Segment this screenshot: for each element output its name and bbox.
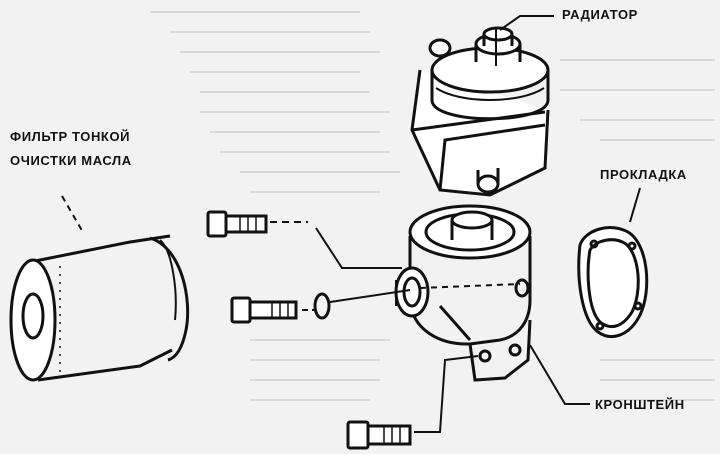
gasket: [577, 226, 649, 338]
bolt-lower: [346, 420, 412, 450]
label-radiator-text: РАДИАТОР: [562, 7, 638, 22]
o-ring: [313, 292, 331, 320]
label-radiator: РАДИАТОР: [562, 6, 638, 24]
bolt-middle: [230, 296, 298, 324]
label-oil-filter-line1: ФИЛЬТР ТОНКОЙ: [10, 129, 131, 144]
label-gasket-text: ПРОКЛАДКА: [600, 167, 687, 182]
bolt-upper: [206, 210, 268, 238]
label-bracket-text: КРОНШТЕЙН: [595, 397, 685, 412]
radiator-unit: [410, 26, 550, 197]
label-oil-filter: ФИЛЬТР ТОНКОЙ ОЧИСТКИ МАСЛА: [10, 128, 132, 170]
bracket-housing: [394, 204, 532, 382]
assembly-lines: [61, 15, 641, 433]
label-bracket: КРОНШТЕЙН: [595, 396, 685, 414]
background-bleed-text: [150, 11, 715, 401]
oil-filter: [9, 234, 190, 382]
label-oil-filter-line2: ОЧИСТКИ МАСЛА: [10, 153, 132, 168]
label-gasket: ПРОКЛАДКА: [600, 166, 687, 184]
